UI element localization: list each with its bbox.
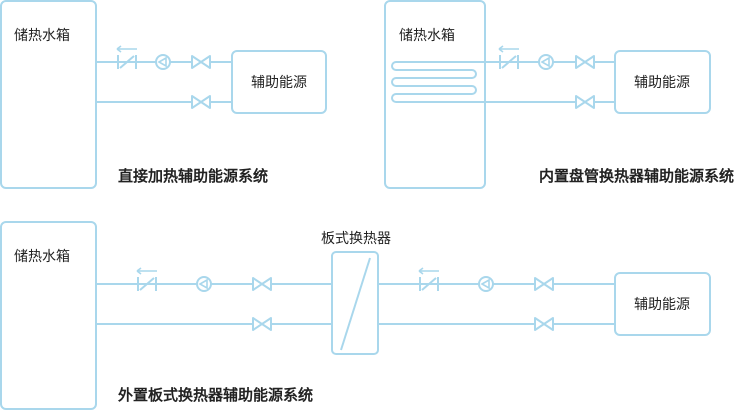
gate-valve-icon [575,95,595,109]
auxiliary-energy-box [614,50,711,114]
gate-valve-icon [191,95,211,109]
auxiliary-energy-box [231,50,327,114]
pump-icon [196,276,212,292]
gate-valve-icon [534,277,554,291]
pump-icon [478,276,494,292]
tank-label: 储热水箱 [399,28,455,44]
auxiliary-energy-label: 辅助能源 [634,75,690,91]
diagram-internal-coil: 储热水箱 辅助能源 内置盘管换热器辅助能源系统 [384,0,734,189]
coil-icon [391,61,485,103]
check-valve-icon [116,45,137,69]
auxiliary-energy-box [614,272,711,336]
storage-tank [384,0,486,189]
gate-valve-icon [534,317,554,331]
diagram-caption: 直接加热辅助能源系统 [118,167,268,185]
auxiliary-energy-label: 辅助能源 [251,75,307,91]
gate-valve-icon [191,55,211,69]
check-valve-icon [418,267,439,291]
diagram-caption: 内置盘管换热器辅助能源系统 [539,167,734,185]
exchanger-label: 板式换热器 [321,230,391,247]
pump-icon [538,54,554,70]
storage-tank [0,0,97,189]
tank-label: 储热水箱 [14,28,70,44]
diagram-direct-heating: 储热水箱 辅助能源 直接加热辅助能源系统 [0,0,327,189]
storage-tank [0,221,97,410]
check-valve-icon [498,45,519,69]
gate-valve-icon [252,277,272,291]
gate-valve-icon [252,317,272,331]
diagram-external-plate-exchanger: 储热水箱 板式换热器 [0,221,711,410]
gate-valve-icon [575,55,595,69]
tank-label: 储热水箱 [14,249,70,265]
diagram-caption: 外置板式换热器辅助能源系统 [117,386,313,404]
plate-heat-exchanger-icon [331,251,379,355]
auxiliary-energy-label: 辅助能源 [634,297,690,313]
check-valve-icon [136,267,157,291]
pump-icon [155,54,171,70]
